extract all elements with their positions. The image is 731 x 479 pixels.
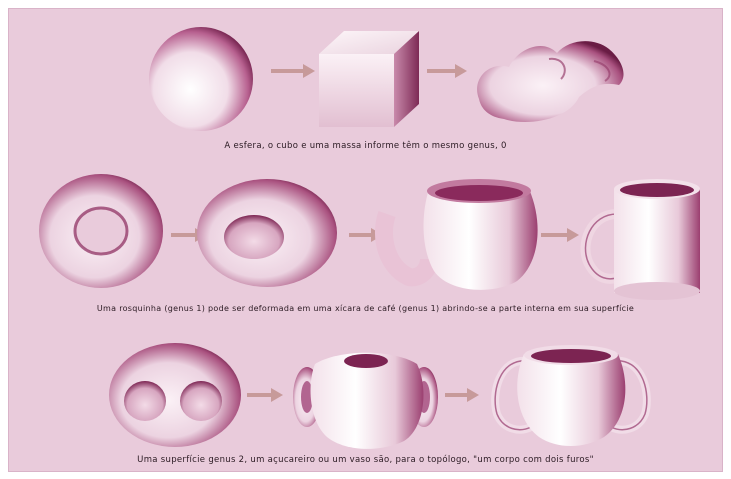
donut-torus xyxy=(39,174,163,288)
arrow-right-icon xyxy=(271,64,315,78)
deformed-torus xyxy=(197,179,337,287)
sugar-bowl xyxy=(293,353,438,449)
topology-illustration xyxy=(9,9,722,471)
arrow-right-icon xyxy=(445,388,479,402)
cube xyxy=(319,31,419,127)
illustration-plate: A esfera, o cubo e uma massa informe têm… xyxy=(8,8,723,472)
coffee-cup-deformed xyxy=(384,179,538,290)
vase-two-handles xyxy=(495,345,647,446)
coffee-mug xyxy=(585,179,700,300)
caption-genus-1: Uma rosquinha (genus 1) pode ser deforma… xyxy=(9,304,722,313)
arrow-right-icon xyxy=(247,388,283,402)
genus-two-surface xyxy=(109,343,241,447)
caption-genus-2: Uma superfície genus 2, um açucareiro ou… xyxy=(9,455,722,465)
sphere xyxy=(149,27,253,131)
shapeless-mass xyxy=(477,41,623,122)
arrow-right-icon xyxy=(427,64,467,78)
caption-genus-0: A esfera, o cubo e uma massa informe têm… xyxy=(9,141,722,151)
arrow-right-icon xyxy=(541,228,579,242)
